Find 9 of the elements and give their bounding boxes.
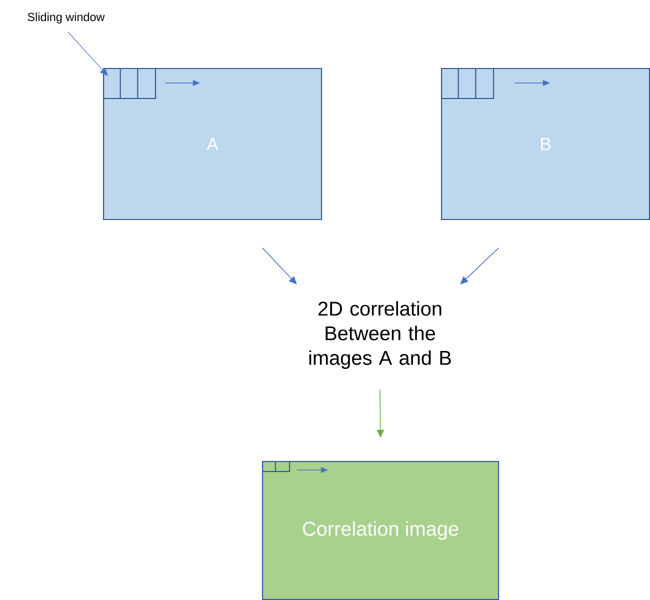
image-box: Correlation image (262, 461, 500, 600)
sliding-window (262, 461, 290, 472)
sliding-window (441, 68, 494, 100)
process-text: 2D correlation Between the images A and B (309, 301, 451, 369)
image-box: B (441, 68, 650, 220)
callout-label: Sliding window (28, 12, 105, 24)
image-box: A (103, 68, 322, 220)
leader-line (68, 32, 108, 76)
sliding-window (103, 68, 156, 100)
